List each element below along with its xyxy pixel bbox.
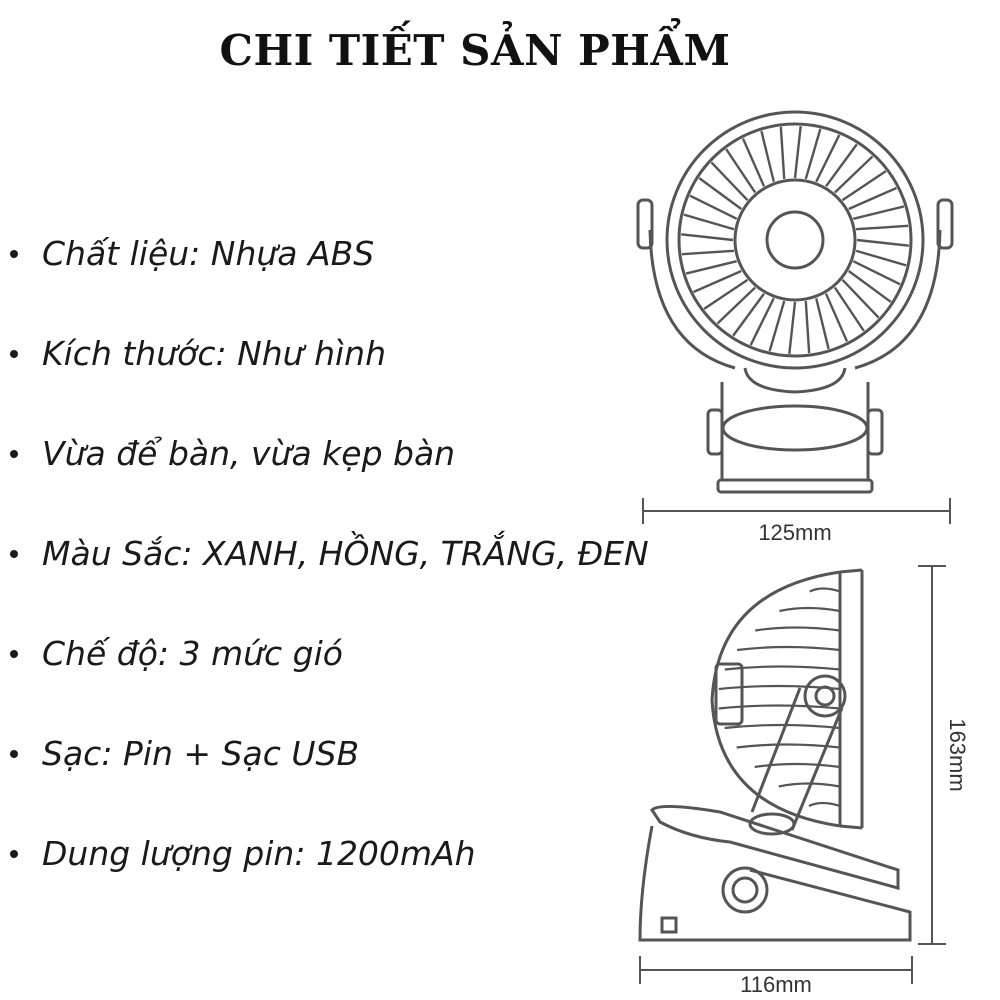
- spec-size: Kích thước: Như hình: [10, 334, 700, 374]
- spec-mode: Chế độ: 3 mức gió: [10, 634, 700, 674]
- bullet-icon: [10, 549, 18, 558]
- side-width-label: 116mm: [740, 972, 812, 997]
- bullet-icon: [10, 249, 18, 258]
- spec-charging: Sạc: Pin + Sạc USB: [10, 734, 700, 774]
- side-height-label: 163mm: [945, 718, 970, 791]
- spec-battery: Dung lượng pin: 1200mAh: [10, 834, 700, 874]
- side-width-dimension: [639, 956, 913, 984]
- spec-charging-text: Sạc: Pin + Sạc USB: [42, 734, 360, 773]
- spec-material-text: Chất liệu: Nhựa ABS: [42, 234, 375, 273]
- fan-side-view-icon: [638, 568, 912, 942]
- spec-mount-text: Vừa để bàn, vừa kẹp bàn: [42, 434, 456, 473]
- fan-front-view-icon: [636, 110, 954, 494]
- bullet-icon: [10, 449, 18, 458]
- spec-colors-text: Màu Sắc: XANH, HỒNG, TRẮNG, ĐEN: [42, 534, 649, 573]
- spec-size-text: Kích thước: Như hình: [42, 334, 386, 373]
- spec-mode-text: Chế độ: 3 mức gió: [42, 634, 343, 673]
- spec-mount: Vừa để bàn, vừa kẹp bàn: [10, 434, 700, 474]
- spec-material: Chất liệu: Nhựa ABS: [10, 234, 700, 274]
- side-height-dimension: [918, 565, 946, 945]
- front-width-label: 125mm: [758, 520, 831, 545]
- fan-technical-drawing: 125mm: [636, 110, 970, 997]
- front-width-dimension: [642, 498, 951, 524]
- bullet-icon: [10, 749, 18, 758]
- spec-battery-text: Dung lượng pin: 1200mAh: [42, 834, 476, 873]
- bullet-icon: [10, 649, 18, 658]
- page-title: CHI TIẾT SẢN PHẨM: [219, 26, 731, 75]
- bullet-icon: [10, 849, 18, 858]
- spec-colors: Màu Sắc: XANH, HỒNG, TRẮNG, ĐEN: [10, 534, 700, 574]
- bullet-icon: [10, 349, 18, 358]
